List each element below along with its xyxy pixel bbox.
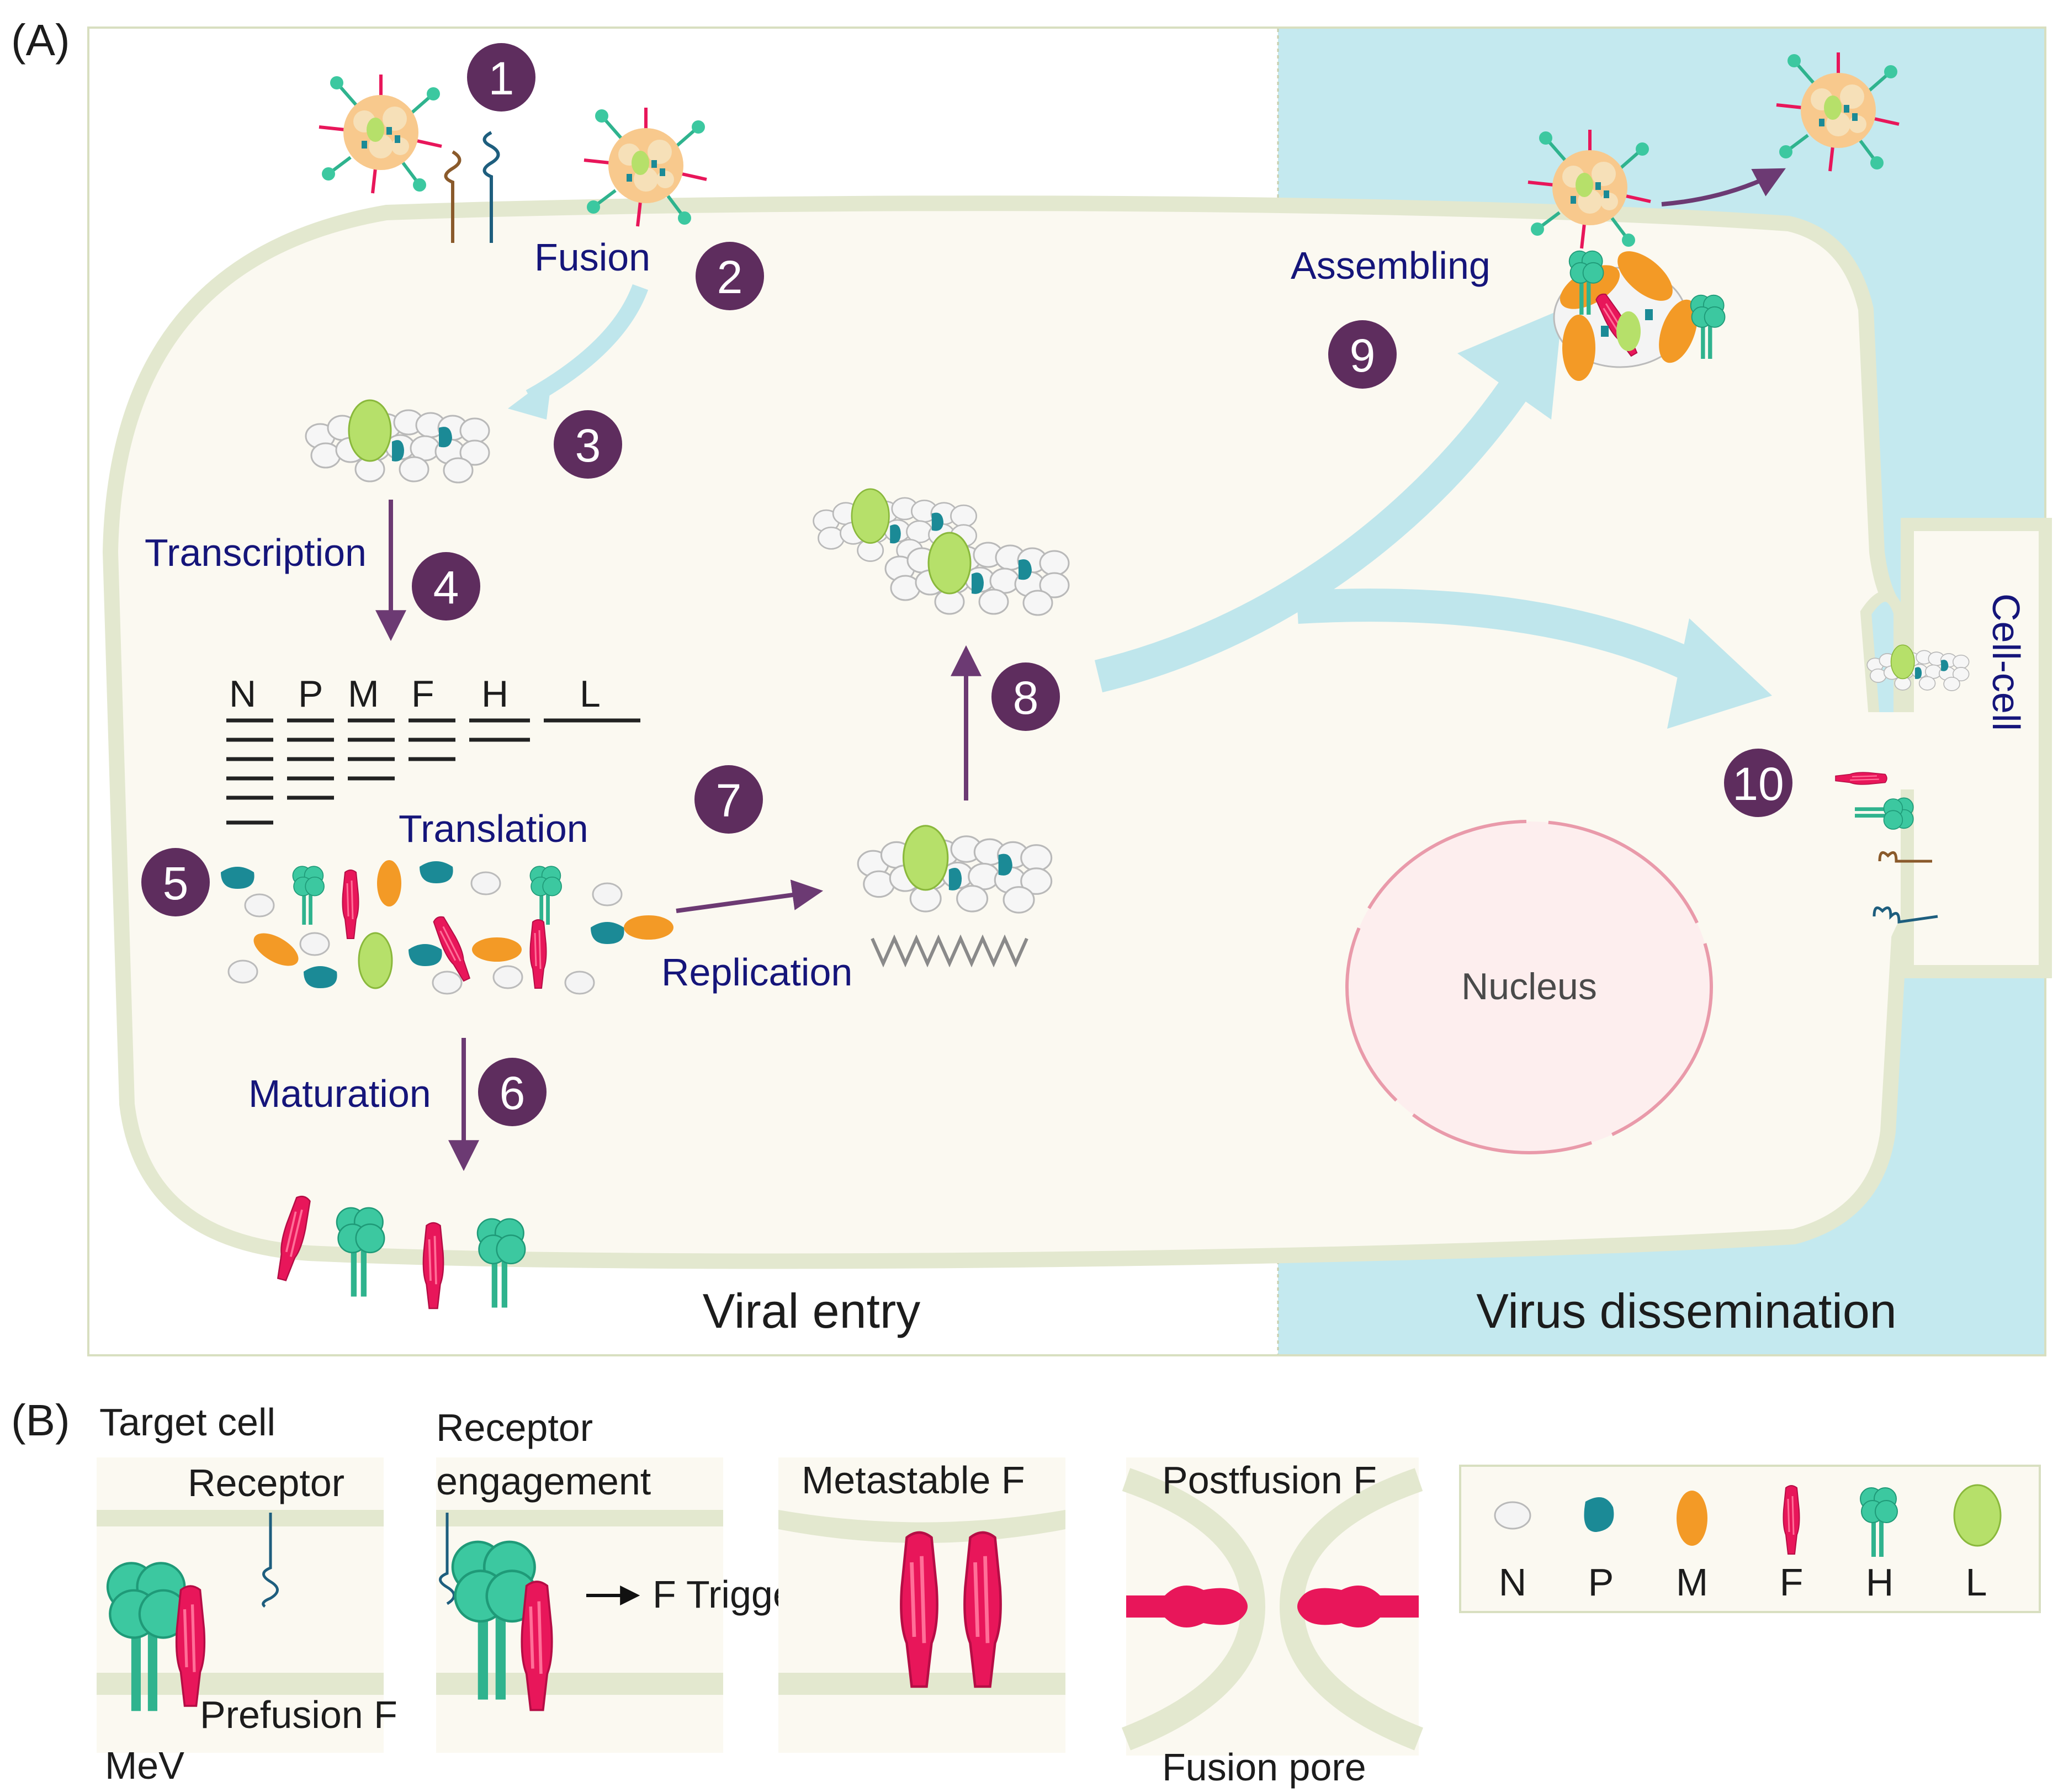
assembly-arrow-head <box>1457 309 1562 420</box>
release-arrow <box>1661 168 1786 206</box>
legend-l-icon <box>1953 1484 2002 1547</box>
gene-F: F <box>411 673 434 715</box>
fusion-arrow <box>526 284 649 405</box>
step-3-badge <box>554 410 622 479</box>
receptor-engagement-line2: engagement <box>436 1460 651 1503</box>
postfusion-f-label: Postfusion F <box>1162 1459 1377 1502</box>
b1-prefusion <box>97 1457 384 1753</box>
gene-H: H <box>481 673 508 715</box>
neighbor-cell <box>1901 518 2052 978</box>
gene-M: M <box>348 673 379 715</box>
step-2-number: 2 <box>717 251 743 303</box>
step-7-number: 7 <box>716 775 742 826</box>
junction-proteins <box>1834 771 1938 924</box>
metastable-f-label: Metastable F <box>802 1459 1025 1502</box>
step-10-number: 10 <box>1732 758 1784 810</box>
fusion-label: Fusion <box>534 236 650 279</box>
step-4-badge <box>412 552 480 621</box>
step-7-badge <box>694 765 763 834</box>
viral-entry-label: Viral entry <box>703 1284 921 1338</box>
b4-postfusion <box>1121 1457 1424 1756</box>
b3-metastable <box>778 1457 1065 1753</box>
legend-box <box>1459 1465 2041 1613</box>
step-5-badge <box>141 848 210 916</box>
mev-label: MeV <box>105 1744 184 1787</box>
receptor-icon <box>444 131 500 243</box>
fusion-pore-label: Fusion pore <box>1162 1746 1366 1789</box>
translation-label: Translation <box>399 807 588 850</box>
legend-swatches <box>1494 1484 2002 1557</box>
nucleus <box>1345 820 1713 1154</box>
legend-n-icon <box>1494 1501 1531 1530</box>
transcription-label: Transcription <box>145 531 367 574</box>
gene-N: N <box>229 673 256 715</box>
cell-cell-arrow-head <box>1667 618 1772 729</box>
step-9-number: 9 <box>1350 330 1376 381</box>
gene-P: P <box>298 673 323 715</box>
mrna-transcripts <box>226 718 640 825</box>
step-2-badge <box>696 242 764 310</box>
replication-arrow <box>676 879 824 913</box>
legend-n-label: N <box>1499 1561 1527 1604</box>
legend-p-icon <box>1584 1497 1614 1532</box>
receptor-engagement-line1: Receptor <box>436 1406 593 1449</box>
step-8-number: 8 <box>1013 672 1039 724</box>
step-1-badge <box>467 43 535 112</box>
replication-label: Replication <box>661 951 852 994</box>
target-cell-label: Target cell <box>99 1401 275 1444</box>
prefusion-f-label: Prefusion F <box>200 1693 397 1736</box>
step-5-number: 5 <box>163 857 189 909</box>
step-1-number: 1 <box>489 52 514 104</box>
cell-cell-flow-arrow <box>1296 589 1725 694</box>
nucleus-label: Nucleus <box>1461 966 1597 1008</box>
legend-m-icon <box>1677 1491 1707 1546</box>
cell-cell-label: Cell-cell <box>1985 593 2028 731</box>
legend-l-label: L <box>1966 1561 1987 1604</box>
step-6-badge <box>478 1058 547 1126</box>
b2-receptor-engagement <box>436 1457 723 1753</box>
step-6-number: 6 <box>500 1067 526 1119</box>
panel-a-label: (A) <box>11 15 70 65</box>
assembling-label: Assembling <box>1291 244 1491 287</box>
legend-f-label: F <box>1780 1561 1804 1604</box>
step-10-badge <box>1724 749 1792 817</box>
panel-b-label: (B) <box>11 1396 70 1445</box>
legend-p-label: P <box>1588 1561 1614 1604</box>
translated-proteins <box>221 860 673 995</box>
step-9-badge <box>1328 320 1397 389</box>
legend-m-label: M <box>1676 1561 1708 1604</box>
assembly-complex <box>1553 250 1726 381</box>
maturation-label: Maturation <box>248 1072 431 1115</box>
step-4-number: 4 <box>433 561 459 613</box>
gene-L: L <box>580 673 601 715</box>
legend-h-label: H <box>1866 1561 1894 1604</box>
receptor-label: Receptor <box>188 1461 344 1504</box>
step-8-badge <box>991 662 1060 731</box>
step-3-number: 3 <box>575 420 601 471</box>
genome-strand <box>871 934 1028 968</box>
virus-dissemination-label: Virus dissemination <box>1476 1284 1896 1338</box>
fusion-arrow-head <box>508 375 552 420</box>
assembly-flow-arrow <box>1094 366 1537 693</box>
